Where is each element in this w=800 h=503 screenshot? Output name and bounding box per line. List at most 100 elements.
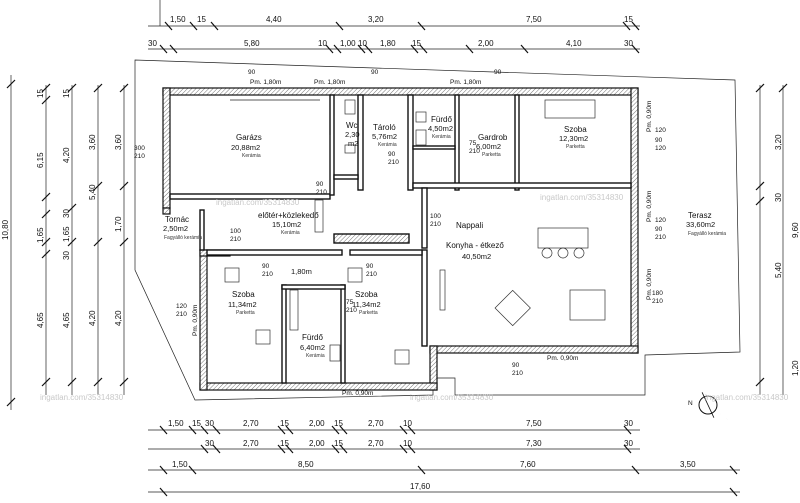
opening-12-h: 120 — [655, 217, 666, 224]
bottom-dim2-1: 30 — [205, 439, 214, 448]
top-dim2-6: 1,80 — [380, 39, 396, 48]
opening-10-w: 90 — [655, 226, 663, 233]
room-tarolo-floor: Kerámia — [378, 142, 397, 148]
room-furdo2-name: Fürdő — [302, 333, 323, 342]
right-dimension-chains: 3,20 30 5,40 9,60 1,20 — [755, 83, 800, 395]
right-dim-1: 3,20 — [774, 134, 783, 150]
bottom-dim2-7: 10 — [403, 439, 412, 448]
left-c2-1: 15 — [62, 89, 71, 98]
watermark-1: ingatlan.com/35314830 — [216, 198, 300, 207]
opening-9-w: 90 — [655, 137, 663, 144]
room-szoba1-floor: Parketta — [566, 144, 585, 150]
top-dim2-10: 30 — [624, 39, 633, 48]
exterior-walls — [162, 87, 639, 391]
room-eloter-name: előtér+közlekedő — [258, 211, 319, 220]
top-dim-2: 15 — [197, 15, 206, 24]
room-eloter-area: 15,10m2 — [272, 220, 301, 229]
corridor-width: 1,80m — [291, 267, 312, 276]
opening-7-h: 210 — [262, 271, 273, 278]
room-nappali-area: 40,50m2 — [462, 252, 491, 261]
room-wc-name: Wc — [346, 121, 358, 130]
left-c3-1: 3,60 — [88, 134, 97, 150]
opening-9-h: 120 — [655, 145, 666, 152]
watermark-5: ingatlan.com/35314830 — [40, 393, 124, 402]
bottom-dim2-6: 2,70 — [368, 439, 384, 448]
compass-north-label: N — [688, 400, 693, 407]
top-pm-4: Pm. 1,80m — [450, 79, 481, 86]
bottom-dim2-5: 15 — [334, 439, 343, 448]
room-szoba1-area: 12,30m2 — [559, 134, 588, 143]
room-furdo1-area: 4,50m2 — [428, 124, 453, 133]
left-c1-2: 6,15 — [36, 152, 45, 168]
room-terasz-floor: Fagyálló kerámia — [688, 231, 726, 237]
room-szoba3: Szoba 11,34m2 Parketta — [352, 290, 381, 316]
opening-10-h: 210 — [655, 234, 666, 241]
opening-15-h: 210 — [512, 370, 523, 377]
bottom-dim1-9: 10 — [403, 419, 412, 428]
room-nappali-name: Nappali — [456, 221, 483, 230]
interior-walls — [169, 94, 632, 384]
opening-4-w: 100 — [230, 228, 241, 235]
left-c1-4: 4,65 — [36, 312, 45, 328]
opening-4-h: 210 — [230, 236, 241, 243]
opening-2-h: 210 — [316, 189, 327, 196]
room-szoba2-name: Szoba — [232, 290, 255, 299]
furniture — [224, 99, 606, 365]
room-furdo1: Fürdő 4,50m2 Kerámia — [428, 115, 453, 140]
opening-6-w: 120 — [176, 303, 187, 310]
bottom-pm-1: Pm. 0,90m — [342, 390, 373, 397]
opening-13-w: 75 — [346, 299, 354, 306]
top-dim2-7: 15 — [412, 39, 421, 48]
opening-12-w: 120 — [655, 127, 666, 134]
room-tornac-name: Tornác — [165, 215, 189, 224]
room-szoba1: Szoba 12,30m2 Parketta — [559, 125, 588, 150]
top-dimension-chains: 1,50 15 4,40 3,20 7,50 15 30 5,80 10 1,0… — [148, 0, 640, 54]
opening-8-h: 210 — [469, 148, 480, 155]
watermark-4: ingatlan.com/35314830 — [705, 393, 789, 402]
bottom-dim3-4: 3,50 — [680, 460, 696, 469]
room-tarolo-name: Tároló — [373, 123, 396, 132]
room-wc-unit: m2 — [348, 139, 358, 148]
room-tarolo: Tároló 5,76m2 Kerámia — [372, 123, 397, 148]
parapet-labels: 90 Pm. 1,80m Pm. 1,80m Pm. 1,80m 90 90 P… — [192, 69, 653, 397]
left-c3-2: 5,40 — [88, 184, 97, 200]
left-pm-1: Pm. 0,90m — [192, 305, 199, 336]
right-partial-2: 1,20 — [791, 360, 800, 376]
room-eloter-floor: Kerámia — [281, 230, 300, 236]
bottom-dim3-1: 1,50 — [172, 460, 188, 469]
left-c1-3: 1,65 — [36, 227, 45, 243]
top-pm-3: Pm. 1,80m — [314, 79, 345, 86]
room-szoba3-floor: Parketta — [359, 310, 378, 316]
room-wc: Wc 2,30 m2 — [345, 121, 360, 148]
north-compass: N — [687, 390, 729, 420]
room-szoba2: Szoba 11,34m2 Parketta — [228, 290, 257, 316]
bottom-dim1-11: 30 — [624, 419, 633, 428]
room-garazs-area: 20,88m2 — [231, 143, 260, 152]
opening-1-h: 210 — [134, 153, 145, 160]
room-szoba3-area: 11,34m2 — [352, 300, 381, 309]
right-dim-3: 5,40 — [774, 262, 783, 278]
top-pm-2: Pm. 1,80m — [250, 79, 281, 86]
room-terasz-name: Terasz — [688, 211, 712, 220]
opening-14-h: 210 — [366, 271, 377, 278]
room-tornac-floor: Fagyálló kerámia — [164, 235, 202, 241]
bottom-dim2-9: 30 — [624, 439, 633, 448]
room-furdo1-floor: Kerámia — [432, 134, 451, 140]
opening-11-h: 210 — [652, 298, 663, 305]
bottom-dimension-chains: 1,50 15 30 2,70 15 2,00 15 2,70 10 7,50 … — [148, 419, 740, 497]
bottom-dim2-8: 7,30 — [526, 439, 542, 448]
room-tornac: Tornác 2,50m2 Fagyálló kerámia — [163, 215, 202, 241]
bottom-total: 17,60 — [410, 482, 431, 491]
opening-3-w: 90 — [388, 151, 396, 158]
right-dim-2: 30 — [774, 193, 783, 202]
room-eloter: előtér+közlekedő 15,10m2 Kerámia — [258, 211, 319, 236]
right-pm-2: Pm. 0,90m — [646, 191, 653, 222]
top-dim-6: 15 — [624, 15, 633, 24]
bottom-dim1-7: 15 — [334, 419, 343, 428]
room-garazs-name: Garázs — [236, 133, 262, 142]
left-total: 10,80 — [1, 219, 10, 240]
bottom-dim3-3: 7,60 — [520, 460, 536, 469]
opening-5-h: 210 — [430, 221, 441, 228]
left-c3-3: 4,20 — [88, 310, 97, 326]
